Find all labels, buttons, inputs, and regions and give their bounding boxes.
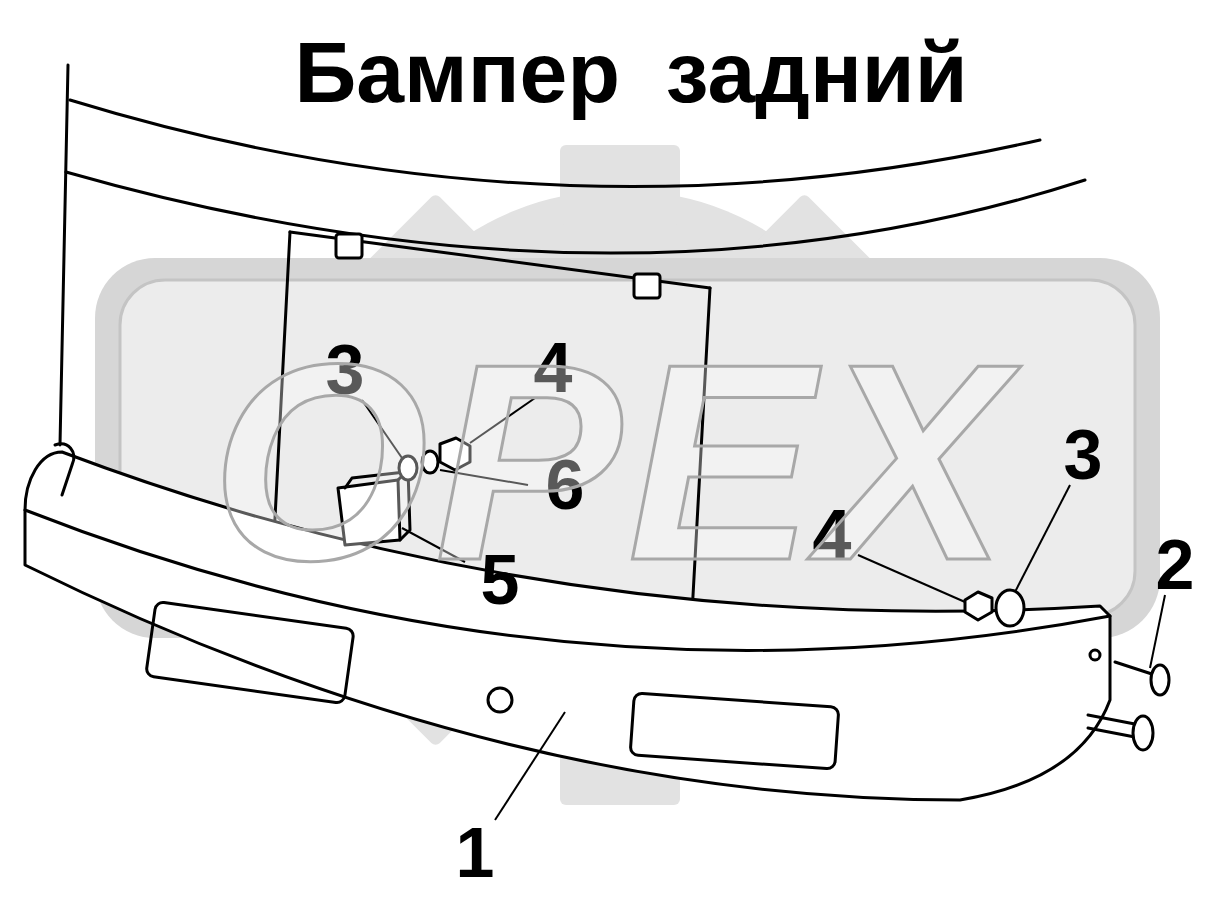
diagram-title: Бампер задний [294,29,967,115]
cutout [146,601,354,703]
bolt-head [1151,665,1169,695]
cab-outline [66,172,1085,253]
callout-number: 3 [1064,420,1103,490]
cab-edge [60,65,68,445]
callout-number: 2 [1156,530,1195,600]
hole [1090,650,1100,660]
hole [488,688,512,712]
clip [634,274,660,298]
clip [336,234,362,258]
cutout [630,693,839,769]
bolt-head [1133,716,1153,750]
callout-number: 1 [456,818,495,888]
watermark: OPEX [211,322,1013,602]
bumper-end [55,444,74,495]
